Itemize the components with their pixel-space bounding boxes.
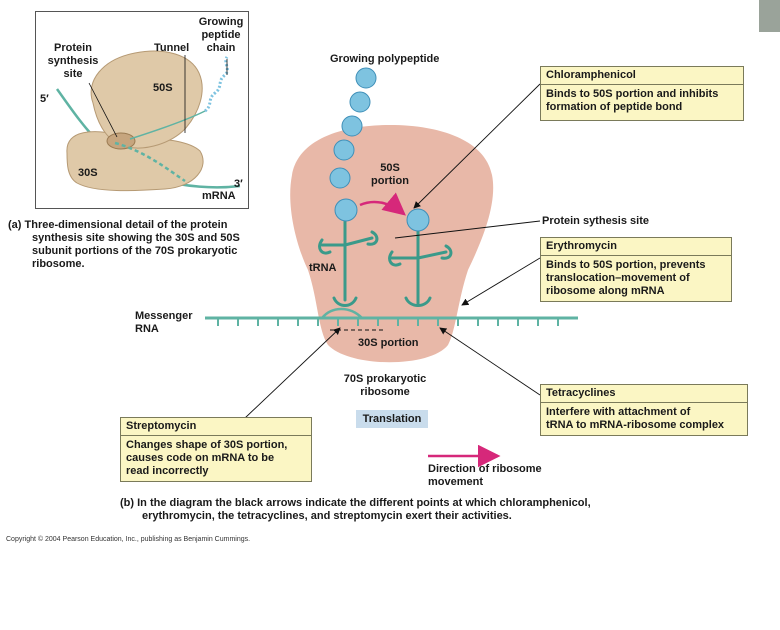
inset-mrna-label: mRNA <box>202 190 236 202</box>
arrow-streptomycin <box>244 327 341 419</box>
leader-protein-site <box>394 220 541 239</box>
ribosome-70s-label: 70S prokaryotic ribosome <box>343 373 427 398</box>
tetracyclines-box: Tetracyclines Interfere with attachment … <box>540 384 748 436</box>
caption-b-tag: (b) <box>120 497 135 509</box>
growing-polypeptide-label: Growing polypeptide <box>330 53 440 65</box>
inset-three-prime-label: 3′ <box>234 178 243 190</box>
arrow-tetracyclines <box>439 327 541 396</box>
inset-50s-label: 50S <box>153 82 173 94</box>
erythromycin-title: Erythromycin <box>541 238 731 256</box>
chloramphenicol-box: Chloramphenicol Binds to 50S portion and… <box>540 66 744 121</box>
erythromycin-box: Erythromycin Binds to 50S portion, preve… <box>540 237 732 302</box>
trna-right <box>388 226 453 307</box>
inset-growing-peptide-chain-label: Growing peptide chain <box>198 16 244 54</box>
messenger-rna-label: Messenger RNA <box>135 310 193 335</box>
protein-site-label: Protein sythesis site <box>542 215 649 227</box>
corner-tab <box>759 0 780 32</box>
mrna-codon-bump <box>321 307 363 319</box>
inset-tunnel-line <box>129 110 206 140</box>
inset-tunnel-label: Tunnel <box>154 42 190 54</box>
tetracyclines-title: Tetracyclines <box>541 385 747 403</box>
mrna-ticks <box>217 318 559 326</box>
portion-50s-label: 50S portion <box>371 162 409 187</box>
trna-left <box>318 218 379 307</box>
direction-label: Direction of ribosome movement <box>428 463 542 488</box>
inset-five-prime-label: 5′ <box>40 93 49 105</box>
streptomycin-title: Streptomycin <box>121 418 311 436</box>
new-amino-acid <box>406 208 430 232</box>
inset-synthesis-site <box>106 132 136 150</box>
inset-mrna-dotted <box>114 141 186 183</box>
peptide-transfer-arrow <box>359 192 406 216</box>
chloramphenicol-title: Chloramphenicol <box>541 67 743 85</box>
caption-a-tag: (a) <box>8 219 22 231</box>
translation-badge: Translation <box>356 410 428 428</box>
polypeptide-chain <box>329 67 377 222</box>
streptomycin-box: Streptomycin Changes shape of 30S portio… <box>120 417 312 482</box>
inset-leader-site <box>88 82 118 138</box>
arrow-chloramphenicol <box>413 83 541 209</box>
inset-30s-label: 30S <box>78 167 98 179</box>
inset-drawing <box>55 50 241 192</box>
inset-protein-synthesis-site-label: Protein synthesis site <box>47 42 99 80</box>
caption-b: (b) In the diagram the black arrows indi… <box>120 497 591 522</box>
copyright-text: Copyright © 2004 Pearson Education, Inc.… <box>6 536 251 543</box>
trna-label: tRNA <box>309 262 337 274</box>
caption-a: (a) Three-dimensional detail of the prot… <box>8 219 240 270</box>
arrow-erythromycin <box>461 257 541 306</box>
portion-30s-label: 30S portion <box>358 337 419 349</box>
